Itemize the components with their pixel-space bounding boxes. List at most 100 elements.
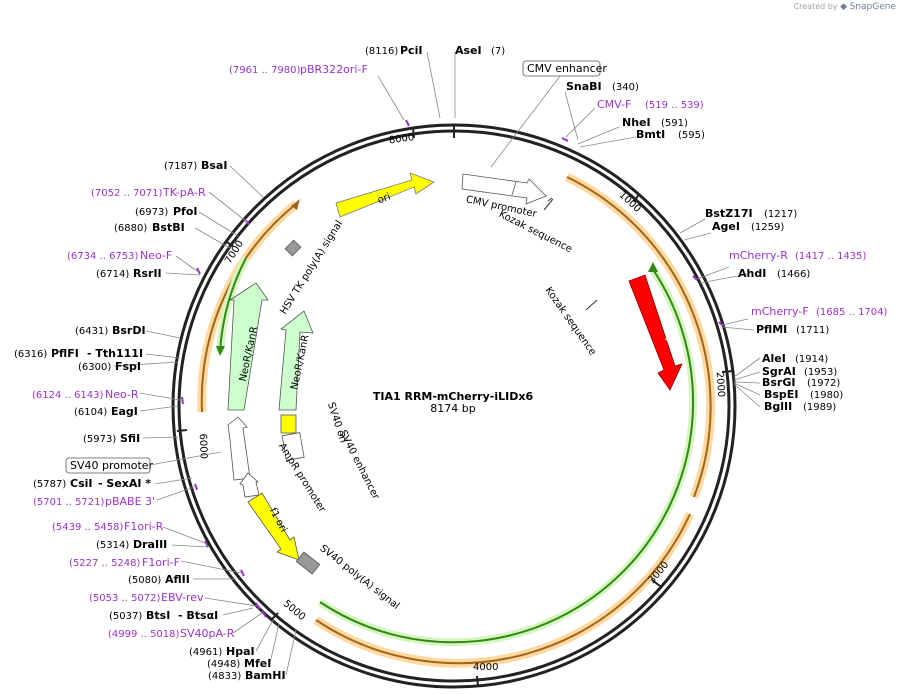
enzyme-snabi-name[interactable]: SnaBI [566,80,602,93]
enzyme-mfei-name[interactable]: MfeI [244,657,271,670]
feature-sv40-enh-label: SV40 enhancer [337,428,382,502]
green-arc-2 [219,257,247,353]
enzyme-csii-name[interactable]: CsiI [70,477,92,490]
enzyme-bstbi-name[interactable]: BstBI [152,221,185,234]
primer-neof-name[interactable]: Neo-F [140,249,172,262]
feature-f1-ori-arrow [247,492,300,561]
feature-neor-arrow-1 [227,282,269,411]
enzyme-sgrai-pos: (1953) [804,367,837,378]
kozak-mark-2 [585,299,598,311]
tick-6000 [176,429,188,432]
enzyme-btsi-extra[interactable]: - BtsαI [178,609,218,622]
primer-mark-mcherryr [692,275,698,281]
enzyme-csii-extra[interactable]: - SexAI * [98,477,151,490]
enzyme-bspei-name[interactable]: BspEI [764,388,798,401]
enzyme-pflfi-extra[interactable]: - Tth111I [87,347,143,360]
enzyme-bsrdi-name[interactable]: BsrDI [112,324,146,337]
enzyme-pcil-name[interactable]: PciI [400,44,422,57]
enzyme-fspi-name[interactable]: FspI [115,360,141,373]
enzyme-btsi-name[interactable]: BtsI [146,609,170,622]
feature-sv40-enh-box [281,432,305,461]
enzyme-bstz17i-name[interactable]: BstZ17I [705,207,753,220]
enzyme-pcil-pos: (8116) [365,46,398,57]
tick-8000 [412,127,415,139]
snapgene-logo: ◆ [840,2,848,12]
cmv-enhancer-box [522,60,601,77]
primer-f1orir-name[interactable]: F1ori-R [124,520,164,533]
enzyme-bmti-name[interactable]: BmtI [636,128,665,141]
primer-ebv-name[interactable]: EBV-rev [161,591,204,604]
primer-pbr322-name[interactable]: pBR322ori-F [300,63,368,76]
orf-arc-1 [566,176,712,498]
enzyme-csii-pos: (5787) [33,479,66,490]
primer-neor-name[interactable]: Neo-R [105,388,139,401]
primer-f1orif-name[interactable]: F1ori-F [142,556,180,569]
enzyme-bsrgi-pos: (1972) [807,378,840,389]
enzyme-sfii-name[interactable]: SfiI [120,432,140,445]
primer-pbr322-range: (7961 .. 7980) [229,65,301,76]
primer-mark-neof [196,267,201,275]
enzyme-alei-name[interactable]: AleI [762,352,786,365]
enzyme-mfei-pos: (4948) [207,659,240,670]
enzyme-draiii-name[interactable]: DraIII [133,538,167,551]
tick-7000 [224,240,234,247]
tick-label-2000: 2000 [714,371,727,397]
enzyme-pflmi-name[interactable]: PflMI [756,323,787,336]
tick-3000 [651,579,661,587]
primer-mcherryr-name[interactable]: mCherry-R [729,249,788,262]
enzyme-draiii-pos: (5314) [96,540,129,551]
primer-mark-f1orif [240,569,245,577]
enzyme-bsrdi-pos: (6431) [75,326,108,337]
enzyme-rsrii-name[interactable]: RsrII [133,267,162,280]
enzyme-hpai-name[interactable]: HpaI [226,645,255,658]
enzyme-eagi-name[interactable]: EagI [111,405,138,418]
enzyme-nhei-pos: (591) [661,118,688,129]
kozak-mark-1a [547,197,553,202]
enzyme-nhei-name[interactable]: NheI [622,116,651,129]
primer-mcherryf-name[interactable]: mCherry-F [751,305,809,318]
enzyme-agei-pos: (1259) [751,222,784,233]
feature-kozak2-label: Kozak sequence [543,285,598,357]
sv40-promoter-label[interactable]: SV40 promoter [70,459,154,472]
enzyme-bsrgi-name[interactable]: BsrGI [762,376,795,389]
primer-neof-range: (6734 .. 6753) [67,251,139,262]
enzyme-bglii-name[interactable]: BglII [764,400,792,413]
orf-arc-2 [315,513,691,665]
primer-mark-pbabe [194,483,198,491]
enzyme-bglii-pos: (1989) [803,402,836,413]
enzyme-asel-name[interactable]: AseI [455,44,482,57]
enzyme-agei-name[interactable]: AgeI [712,220,740,233]
feature-ori-label: ori [376,192,392,207]
tick-5000 [270,612,279,621]
enzyme-asel-pos: (7) [491,46,505,57]
primer-mark-cmvf [561,137,569,142]
enzyme-bamhi-pos: (4833) [208,671,241,682]
enzyme-aflii-name[interactable]: AflII [165,573,190,586]
cmv-enhancer-label[interactable]: CMV enhancer [527,62,607,75]
feature-mcherry-arrow [628,274,683,391]
enzyme-bamhi-name[interactable]: BamHI [245,669,286,682]
primer-mcherryf-range: (1685 .. 1704) [816,307,888,318]
enzyme-snabi-pos: (340) [612,82,639,93]
enzyme-eagi-pos: (6104) [74,407,107,418]
tick-label-6000: 6000 [197,433,209,459]
primer-mark-sv40par [261,610,267,618]
enzyme-sgrai-name[interactable]: SgrAI [762,365,796,378]
primer-ebv-range: (5053 .. 5072) [89,593,161,604]
enzyme-ahdi-name[interactable]: AhdI [738,267,766,280]
primer-cmvf-name[interactable]: CMV-F [597,98,631,111]
primer-tkpa-name[interactable]: TK-pA-R [162,186,206,199]
enzyme-pflfi-name[interactable]: PflFI [51,347,79,360]
primer-mark-f1orir [204,540,209,548]
primer-sv40par-name[interactable]: SV40pA-R [180,627,235,640]
enzyme-bsai-name[interactable]: BsaI [201,159,227,172]
enzyme-pflmi-pos: (1711) [796,325,829,336]
enzyme-hpai-pos: (4961) [189,647,222,658]
primer-pbabe-name[interactable]: pBABE 3' [105,495,155,508]
enzyme-pfoi-name[interactable]: PfoI [173,205,198,218]
sv40-promoter-box [65,457,151,474]
green-arrowhead-1 [648,262,658,272]
feature-cmv-divider [511,181,517,196]
primer-cmvf-range: (519 .. 539) [645,100,704,111]
primer-mcherryr-range: (1417 .. 1435) [795,251,867,262]
